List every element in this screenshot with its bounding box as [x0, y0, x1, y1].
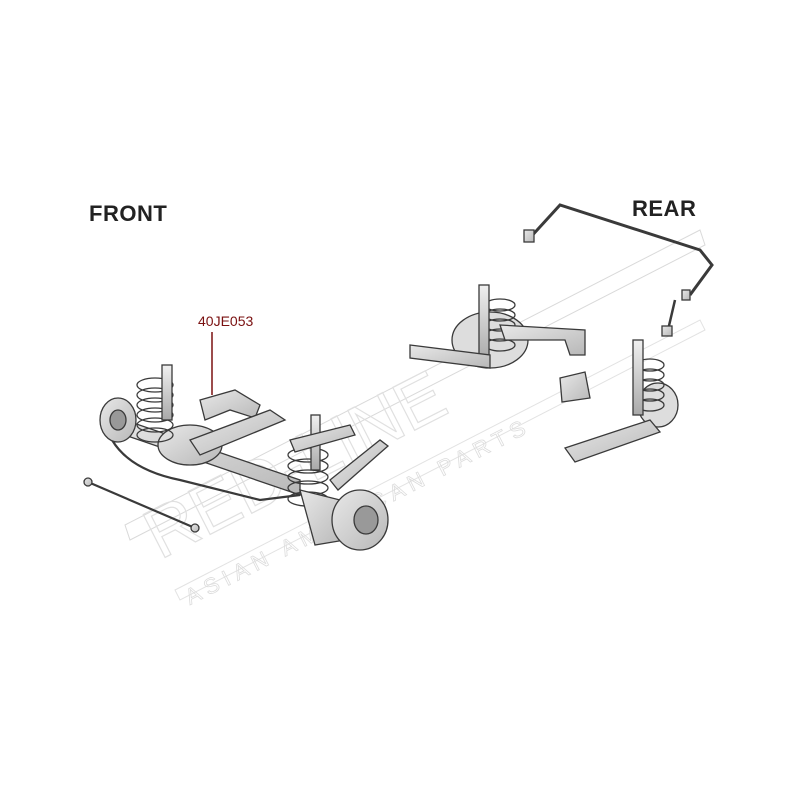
watermark: RED-LINE ASIAN AMERICAN PARTS: [124, 229, 706, 610]
front-sway-bar-link: [87, 480, 196, 530]
front-control-arm: [199, 389, 261, 421]
front-left-shock: [161, 364, 173, 421]
front-left-coil-spring: [136, 377, 174, 443]
rear-lower-control-arm-right: [563, 419, 662, 463]
rear-label: REAR: [632, 196, 697, 221]
rear-lower-control-arm-left: [409, 344, 491, 369]
front-suspension: [83, 364, 390, 551]
rear-upper-control-arm: [499, 324, 586, 356]
front-sway-bar: [111, 439, 301, 502]
rear-right-shock: [632, 339, 644, 416]
front-label: FRONT: [89, 201, 168, 226]
rear-sway-bar-link: [666, 299, 677, 331]
front-track-bar: [329, 439, 390, 491]
rear-left-shock: [478, 284, 490, 361]
rear-sway-bar: [526, 203, 714, 296]
part-number-label[interactable]: 40JE053: [198, 313, 254, 329]
rear-suspension: [409, 203, 714, 463]
rear-bracket: [559, 371, 591, 403]
